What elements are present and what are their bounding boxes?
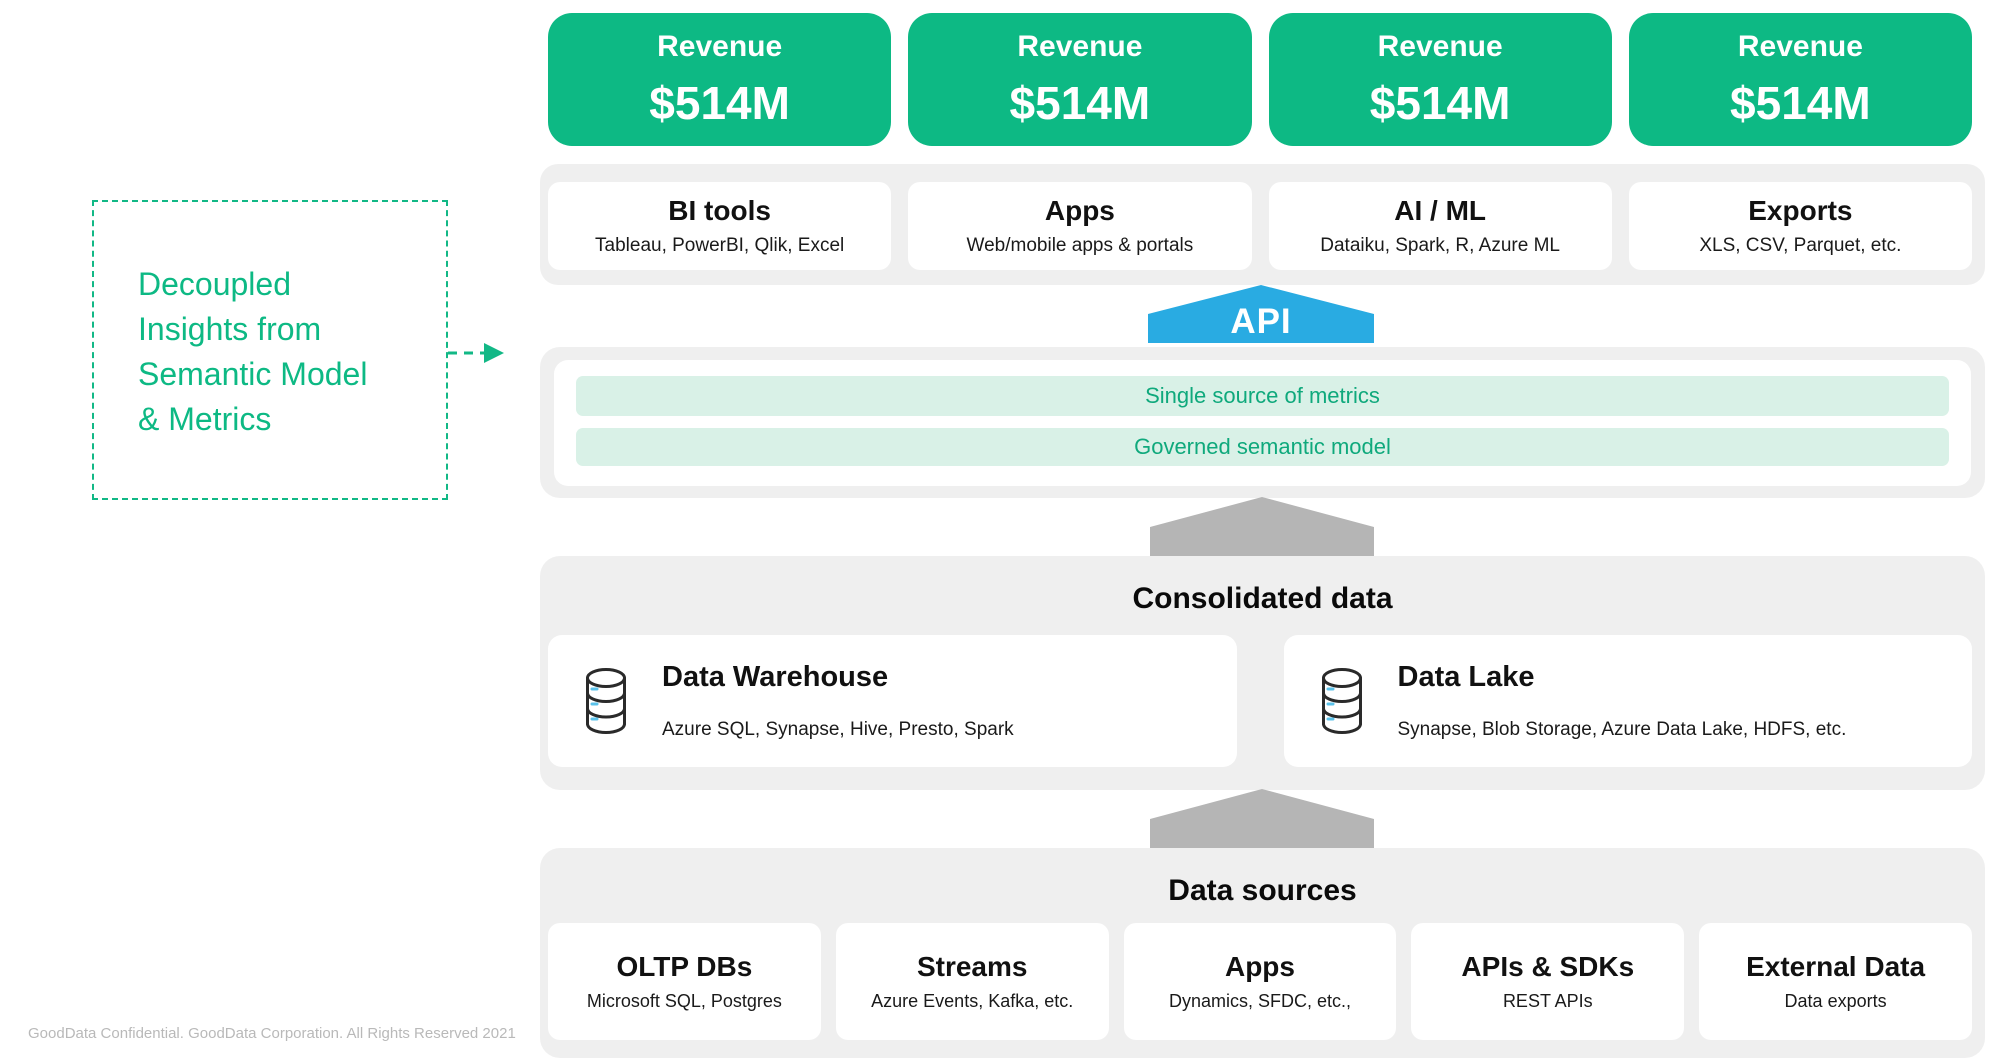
api-banner: API <box>1148 285 1374 343</box>
card-subtitle: Tableau, PowerBI, Qlik, Excel <box>595 234 845 256</box>
card-title: Exports <box>1748 195 1853 227</box>
card-title: Apps <box>1044 195 1115 227</box>
database-icon <box>586 668 626 734</box>
data-sources-heading: Data sources <box>1168 874 1357 907</box>
semantic-model-panel: Single source of metrics Governed semant… <box>554 360 1971 486</box>
revenue-box: Revenue $514M <box>1268 13 1612 146</box>
card-subtitle: REST APIs <box>1502 991 1593 1012</box>
revenue-label: Revenue <box>1017 29 1143 63</box>
card-subtitle: Microsoft SQL, Postgres <box>586 991 782 1012</box>
sources-cards-row: OLTP DBs Microsoft SQL, Postgres Streams… <box>548 923 1972 1040</box>
database-icon <box>1321 668 1362 734</box>
data-lake-card: Data Lake Synapse, Blob Storage, Azure D… <box>1283 635 1972 767</box>
card-text-block: Data Warehouse Azure SQL, Synapse, Hive,… <box>662 661 1014 740</box>
card-title: BI tools <box>668 195 771 227</box>
bi-tools-card: BI tools Tableau, PowerBI, Qlik, Excel <box>548 182 892 270</box>
revenue-box: Revenue $514M <box>1628 13 1972 146</box>
card-title: Apps <box>1224 950 1295 982</box>
dashed-arrow-icon <box>448 343 504 363</box>
source-apps-card: Apps Dynamics, SFDC, etc., <box>1123 923 1397 1040</box>
card-subtitle: Azure Events, Kafka, etc. <box>871 991 1074 1012</box>
decoupled-insights-note-box: Decoupled Insights from Semantic Model &… <box>92 200 448 500</box>
card-subtitle: Azure SQL, Synapse, Hive, Presto, Spark <box>662 718 1014 740</box>
revenue-box: Revenue $514M <box>908 13 1252 146</box>
card-title: OLTP DBs <box>616 950 753 982</box>
up-arrow-icon <box>1150 789 1374 848</box>
apis-sdks-card: APIs & SDKs REST APIs <box>1411 923 1685 1040</box>
api-pentagon-icon <box>1148 285 1374 343</box>
consolidated-data-heading: Consolidated data <box>1132 582 1393 615</box>
semantic-model-band: Single source of metrics Governed semant… <box>540 347 1985 498</box>
revenue-value: $514M <box>1730 76 1871 129</box>
data-sources-band: Data sources OLTP DBs Microsoft SQL, Pos… <box>540 848 1985 1058</box>
revenue-label: Revenue <box>1377 29 1503 63</box>
consolidated-cards-row: Data Warehouse Azure SQL, Synapse, Hive,… <box>548 635 1972 767</box>
card-title: Data Lake <box>1397 661 1535 694</box>
revenue-box: Revenue $514M <box>548 13 892 146</box>
card-title: Data Warehouse <box>662 661 889 694</box>
revenue-value: $514M <box>1009 76 1151 129</box>
consumers-band: BI tools Tableau, PowerBI, Qlik, Excel A… <box>540 164 1985 285</box>
single-source-of-metrics-bar: Single source of metrics <box>576 376 1949 416</box>
governed-semantic-model-bar: Governed semantic model <box>576 428 1949 466</box>
card-subtitle: Synapse, Blob Storage, Azure Data Lake, … <box>1397 718 1847 740</box>
card-text-block: Data Lake Synapse, Blob Storage, Azure D… <box>1398 661 1847 740</box>
decoupled-insights-note-text: Decoupled Insights from Semantic Model &… <box>138 266 368 437</box>
card-title: External Data <box>1746 950 1926 982</box>
up-arrow-icon <box>1150 497 1374 556</box>
external-data-card: External Data Data exports <box>1699 923 1972 1040</box>
revenue-label: Revenue <box>1737 29 1863 63</box>
revenue-value: $514M <box>649 76 790 129</box>
card-subtitle: Dynamics, SFDC, etc., <box>1168 991 1351 1012</box>
apps-card: Apps Web/mobile apps & portals <box>908 182 1252 270</box>
card-subtitle: Data exports <box>1784 991 1887 1012</box>
oltp-dbs-card: OLTP DBs Microsoft SQL, Postgres <box>548 923 821 1040</box>
card-subtitle: Dataiku, Spark, R, Azure ML <box>1320 234 1560 256</box>
card-title: APIs & SDKs <box>1461 950 1635 982</box>
consolidated-data-band: Consolidated data Data Wareho <box>540 556 1985 790</box>
revenue-row: Revenue $514M Revenue $514M Revenue $514… <box>548 13 1972 146</box>
ai-ml-card: AI / ML Dataiku, Spark, R, Azure ML <box>1268 182 1612 270</box>
card-subtitle: Web/mobile apps & portals <box>966 234 1194 256</box>
consumers-cards-row: BI tools Tableau, PowerBI, Qlik, Excel A… <box>548 182 1972 270</box>
card-subtitle: XLS, CSV, Parquet, etc. <box>1699 234 1902 256</box>
revenue-value: $514M <box>1369 76 1511 129</box>
revenue-label: Revenue <box>657 29 783 63</box>
api-label: API <box>1230 302 1292 341</box>
streams-card: Streams Azure Events, Kafka, etc. <box>835 923 1109 1040</box>
card-title: Streams <box>916 950 1028 982</box>
data-warehouse-card: Data Warehouse Azure SQL, Synapse, Hive,… <box>548 635 1237 767</box>
exports-card: Exports XLS, CSV, Parquet, etc. <box>1628 182 1972 270</box>
card-title: AI / ML <box>1394 195 1486 227</box>
footer-text: GoodData Confidential. GoodData Corporat… <box>28 1025 516 1042</box>
